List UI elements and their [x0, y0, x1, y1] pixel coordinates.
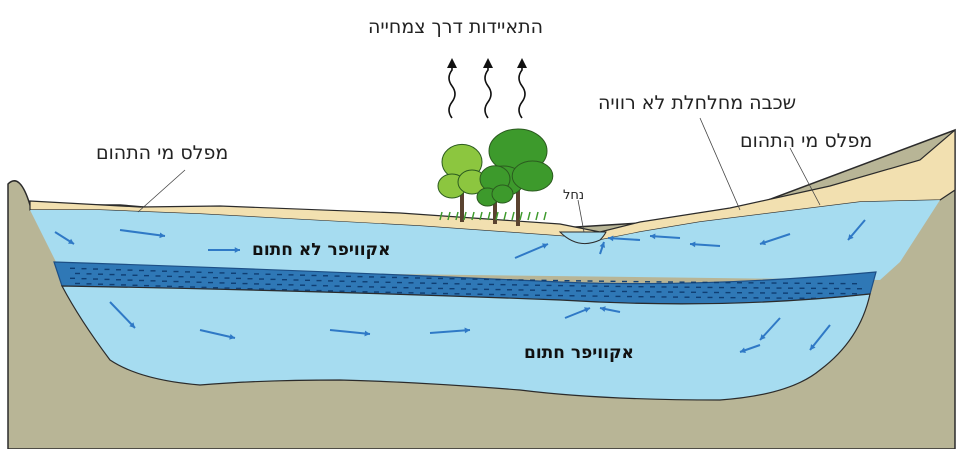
evaporation-arrow-icon [449, 62, 455, 118]
unsaturated-layer-label: שכבה מחלחלת לא רוויה [598, 92, 796, 114]
tree-icon [512, 161, 553, 191]
evaporation-arrowhead-icon [447, 58, 457, 68]
unconfined-aquifer-label: אקוויפר לא חתום [252, 240, 390, 260]
evaporation-arrows [447, 58, 527, 118]
water-table-label-left: מפלס מי התהום [96, 142, 228, 164]
tree-icon [492, 185, 513, 203]
stream-label: נחל [563, 188, 584, 203]
evaporation-arrow-icon [485, 62, 491, 118]
evaporation-arrowhead-icon [517, 58, 527, 68]
grass-blade [544, 212, 546, 220]
leader-line-icon [138, 170, 185, 212]
grass-blade [520, 212, 522, 220]
evapotranspiration-label: התאיידות דרך צמחייה [368, 16, 543, 38]
leader-line-icon [700, 118, 740, 210]
grass-blade [536, 212, 538, 220]
confined-aquifer-label: אקוויפר חתום [524, 343, 634, 363]
grass-blade [504, 212, 506, 220]
vegetation [438, 129, 553, 226]
water-table-label-right: מפלס מי התהום [740, 130, 872, 152]
evaporation-arrow-icon [519, 62, 525, 118]
evaporation-arrowhead-icon [483, 58, 493, 68]
confined-aquifer-water [62, 286, 870, 400]
grass-blade [512, 212, 514, 220]
grass-blade [528, 212, 530, 220]
